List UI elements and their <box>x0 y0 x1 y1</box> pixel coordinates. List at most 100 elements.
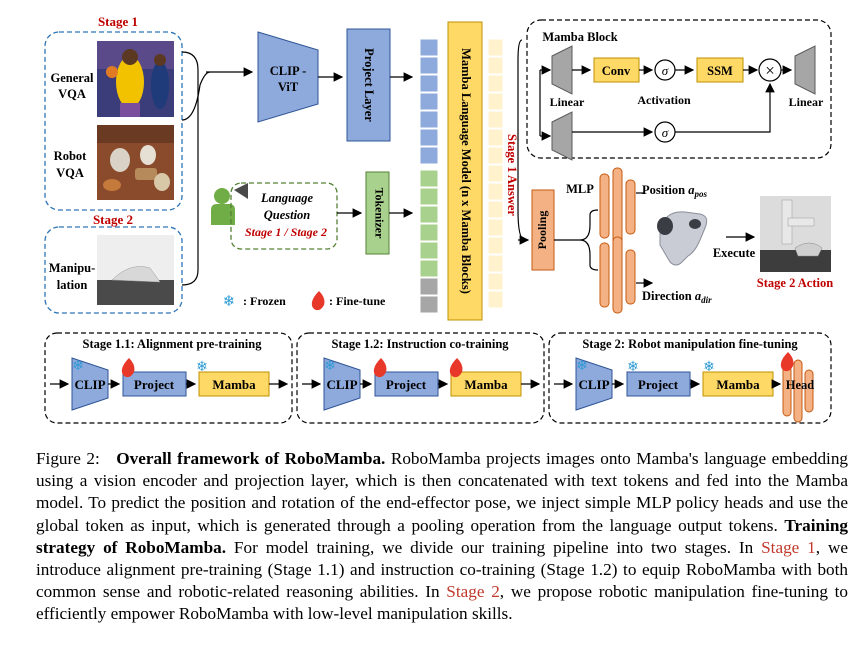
general-vqa-label-2: VQA <box>58 87 86 101</box>
linear-right-label: Linear <box>789 95 824 109</box>
stage1-input-panel <box>44 31 183 211</box>
caption-title: Overall framework of RoboMamba. <box>116 449 386 468</box>
caption-training-title: Training strategy of RoboMamba. <box>36 515 848 557</box>
stage12-clip-label: CLIP <box>326 377 357 392</box>
direction-label: Direction adir <box>642 289 712 305</box>
stage11-clip-label: CLIP <box>74 377 105 392</box>
conv-label: Conv <box>602 64 631 78</box>
connector-inputs <box>181 51 199 286</box>
output-token-column <box>487 38 504 309</box>
caption-text-4: , we propose robotic manipulation fine-t… <box>36 582 849 624</box>
stage2-project-frozen-icon: ❄ <box>627 359 639 375</box>
manipulation-label-1: Manipu- <box>49 261 96 275</box>
mamba-lm-label: Mamba Language Model (n x Mamba Blocks) <box>459 48 473 294</box>
sigma-bottom-label: σ <box>662 125 669 140</box>
general-vqa-label-1: General <box>50 71 94 85</box>
stage11-project-fire-icon <box>121 358 135 378</box>
stage12-panel <box>296 332 545 424</box>
stage-question-label: Stage 1 / Stage 2 <box>245 225 327 239</box>
stage2-title: Stage 2: Robot manipulation fine-tuning <box>582 337 798 351</box>
stage12-clip <box>323 357 361 411</box>
stage12-mamba-fire-icon <box>449 358 463 378</box>
mlp-label: MLP <box>566 182 594 196</box>
clip-vit-encoder <box>257 31 319 123</box>
stage11-mamba-label: Mamba <box>212 377 256 392</box>
general-vqa-image <box>97 41 174 117</box>
stage2-clip <box>575 357 613 411</box>
robot-vqa-label-1: Robot <box>54 149 87 163</box>
project-layer-label: Project Layer <box>362 48 376 122</box>
stage2-input-panel <box>44 226 183 314</box>
caption-text-2: For model training, we divide our traini… <box>226 537 762 557</box>
language-question-1: Language <box>260 191 314 205</box>
stage1-label: Stage 1 <box>98 14 138 29</box>
stage11-project-label: Project <box>134 377 175 392</box>
activation-label: Activation <box>637 93 691 107</box>
manipulation-label-2: lation <box>57 278 88 292</box>
mlp-position-head <box>599 167 636 245</box>
stage2-action-image <box>760 196 831 272</box>
figure-caption: Figure 2: Overall framework of RoboMamba… <box>36 448 848 626</box>
ssm-box <box>696 57 744 83</box>
stage11-clip <box>71 357 109 411</box>
robot-vqa-image <box>97 125 174 200</box>
stage12-mamba-label: Mamba <box>464 377 508 392</box>
execute-label: Execute <box>713 246 756 260</box>
stage12-title: Stage 1.2: Instruction co-training <box>331 337 509 351</box>
connector-stage1-merge <box>181 71 211 121</box>
frozen-icon: ❄ <box>223 292 236 310</box>
stage11-clip-frozen-icon: ❄ <box>72 358 84 374</box>
stage2-head-label: Head <box>786 378 815 392</box>
stage2-project <box>626 371 691 397</box>
stage11-title: Stage 1.1: Alignment pre-training <box>83 337 263 351</box>
multiply-label: × <box>765 61 775 80</box>
caption-stage2-link[interactable]: Stage 2 <box>446 582 500 602</box>
caption-stage1-link[interactable]: Stage 1 <box>761 537 816 557</box>
language-question-2: Question <box>264 208 311 222</box>
stage2-mamba-label: Mamba <box>716 377 760 392</box>
frozen-legend: : Frozen <box>243 294 286 308</box>
robot-vqa-label-2: VQA <box>56 166 84 180</box>
caption-figure-label: Figure 2: <box>36 449 100 468</box>
caption-text-1: RoboMamba projects images onto Mamba's l… <box>36 449 849 535</box>
pooling-box <box>531 189 555 271</box>
linear-left-label: Linear <box>550 95 585 109</box>
mamba-block-output-linear <box>794 45 816 95</box>
stage12-project-label: Project <box>386 377 427 392</box>
tokenizer-label: Tokenizer <box>372 188 386 240</box>
stage12-project-fire-icon <box>373 358 387 378</box>
project-layer <box>346 28 391 142</box>
mlp-direction-head <box>599 236 636 314</box>
stage2-head <box>782 359 814 423</box>
mamba-block-input-linear-bottom <box>551 111 573 161</box>
stage12-project <box>374 371 439 397</box>
stage2-mamba-frozen-icon: ❄ <box>703 359 715 375</box>
stage2-panel <box>548 332 832 424</box>
pooling-split <box>554 209 599 271</box>
mamba-block-input-linear-top <box>551 45 573 95</box>
stage2-mamba <box>702 371 774 397</box>
person-icon <box>211 183 248 225</box>
stage2-action-label: Stage 2 Action <box>757 276 833 290</box>
stage2-clip-label: CLIP <box>578 377 609 392</box>
input-token-column <box>419 38 439 314</box>
position-label: Position apos <box>642 183 707 199</box>
stage11-panel <box>44 332 293 424</box>
language-question-box <box>230 182 338 250</box>
stage2-label: Stage 2 <box>93 212 133 227</box>
stage1-answer-label: Stage 1 Answer <box>505 134 519 216</box>
caption-text-3: , we introduce alignment pre-training (S… <box>36 537 849 602</box>
stage11-mamba-frozen-icon: ❄ <box>196 359 208 375</box>
pooling-label: Pooling <box>535 211 549 250</box>
clip-vit-label-2: ViT <box>278 80 299 94</box>
mamba-block-panel <box>526 19 832 159</box>
stage2-project-label: Project <box>638 377 679 392</box>
stage12-mamba <box>450 371 522 397</box>
stage2-head-fire-icon <box>780 352 794 372</box>
fire-icon <box>311 291 325 311</box>
mamba-block-title: Mamba Block <box>542 30 617 44</box>
mamba-language-model <box>447 21 483 321</box>
clip-vit-label-1: CLIP - <box>270 64 306 78</box>
manipulation-image <box>97 235 174 305</box>
ssm-label: SSM <box>707 64 733 78</box>
